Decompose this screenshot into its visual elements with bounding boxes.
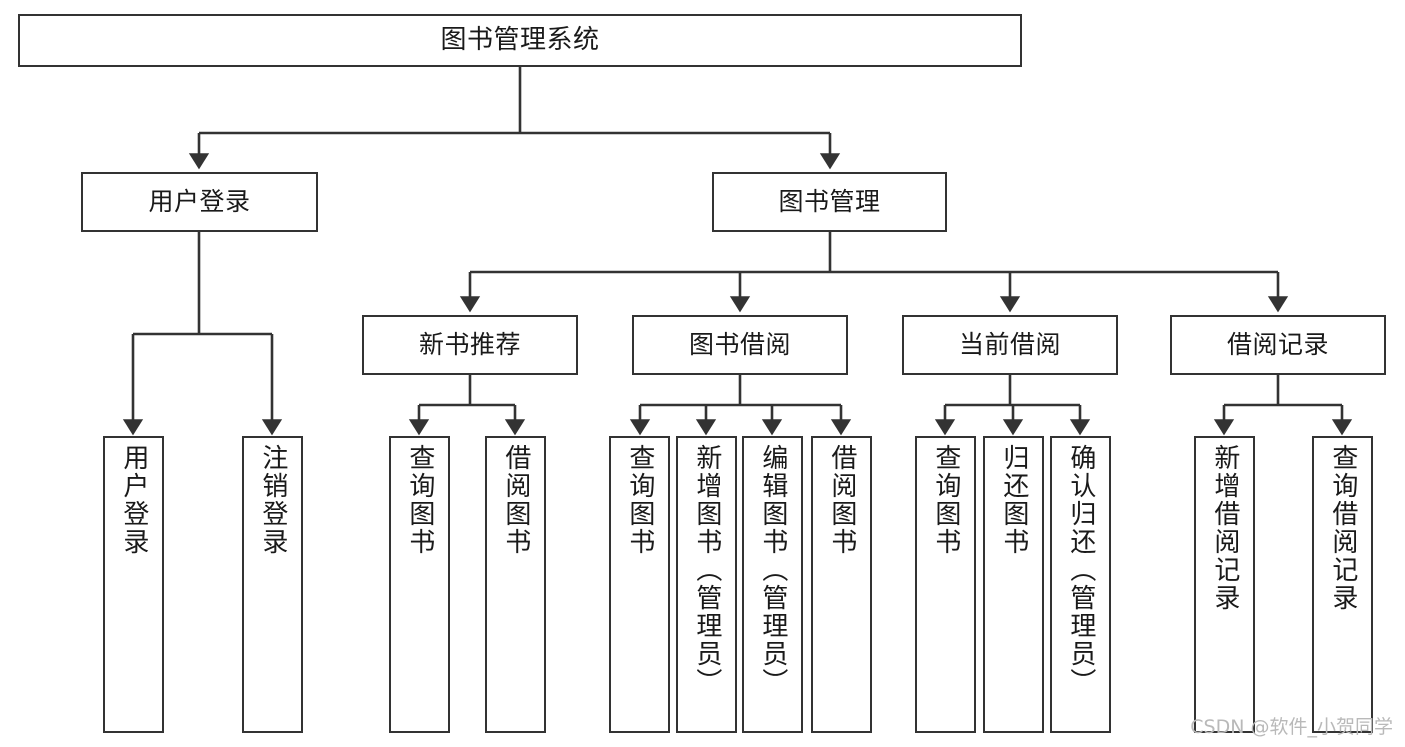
- node-current-confirm-return-label: 确认归还（管理员）: [1065, 444, 1096, 696]
- node-book-management-label: 图书管理: [778, 187, 881, 217]
- node-newbook-query-book[interactable]: 查询图书: [389, 436, 450, 733]
- node-current-query-book-label: 查询图书: [930, 444, 961, 556]
- node-login-user-label: 用户登录: [118, 444, 149, 556]
- node-newbook-query-book-label: 查询图书: [404, 444, 435, 556]
- node-records-add-label: 新增借阅记录: [1209, 444, 1240, 612]
- node-borrow-query-book[interactable]: 查询图书: [609, 436, 670, 733]
- node-user-login-label: 用户登录: [148, 187, 251, 217]
- node-borrow-records[interactable]: 借阅记录: [1170, 315, 1386, 375]
- node-borrow-add-book[interactable]: 新增图书（管理员）: [676, 436, 737, 733]
- node-new-book-recommend-label: 新书推荐: [418, 330, 521, 360]
- node-borrow-lend-book[interactable]: 借阅图书: [811, 436, 872, 733]
- node-current-borrow-label: 当前借阅: [958, 330, 1061, 360]
- node-login-user[interactable]: 用户登录: [103, 436, 164, 733]
- node-book-borrow[interactable]: 图书借阅: [632, 315, 848, 375]
- node-current-query-book[interactable]: 查询图书: [915, 436, 976, 733]
- node-borrow-edit-book[interactable]: 编辑图书（管理员）: [742, 436, 803, 733]
- node-new-book-recommend[interactable]: 新书推荐: [362, 315, 578, 375]
- node-borrow-edit-book-label: 编辑图书（管理员）: [757, 444, 788, 696]
- node-current-borrow[interactable]: 当前借阅: [902, 315, 1118, 375]
- node-borrow-query-book-label: 查询图书: [624, 444, 655, 556]
- node-current-return-book-label: 归还图书: [998, 444, 1029, 556]
- node-root-label: 图书管理系统: [440, 25, 600, 56]
- node-records-query-label: 查询借阅记录: [1327, 444, 1358, 612]
- node-user-login[interactable]: 用户登录: [81, 172, 318, 232]
- csdn-watermark: CSDN @软件_小贺同学: [1190, 716, 1393, 738]
- node-newbook-borrow-book-label: 借阅图书: [500, 444, 531, 556]
- node-current-return-book[interactable]: 归还图书: [983, 436, 1044, 733]
- node-book-management[interactable]: 图书管理: [712, 172, 947, 232]
- node-current-confirm-return[interactable]: 确认归还（管理员）: [1050, 436, 1111, 733]
- node-records-add[interactable]: 新增借阅记录: [1194, 436, 1255, 733]
- node-borrow-records-label: 借阅记录: [1226, 330, 1329, 360]
- node-records-query[interactable]: 查询借阅记录: [1312, 436, 1373, 733]
- node-borrow-add-book-label: 新增图书（管理员）: [691, 444, 722, 696]
- node-logout-label: 注销登录: [257, 444, 288, 556]
- node-book-borrow-label: 图书借阅: [688, 330, 791, 360]
- node-logout[interactable]: 注销登录: [242, 436, 303, 733]
- node-borrow-lend-book-label: 借阅图书: [826, 444, 857, 556]
- node-root[interactable]: 图书管理系统: [18, 14, 1022, 67]
- node-newbook-borrow-book[interactable]: 借阅图书: [485, 436, 546, 733]
